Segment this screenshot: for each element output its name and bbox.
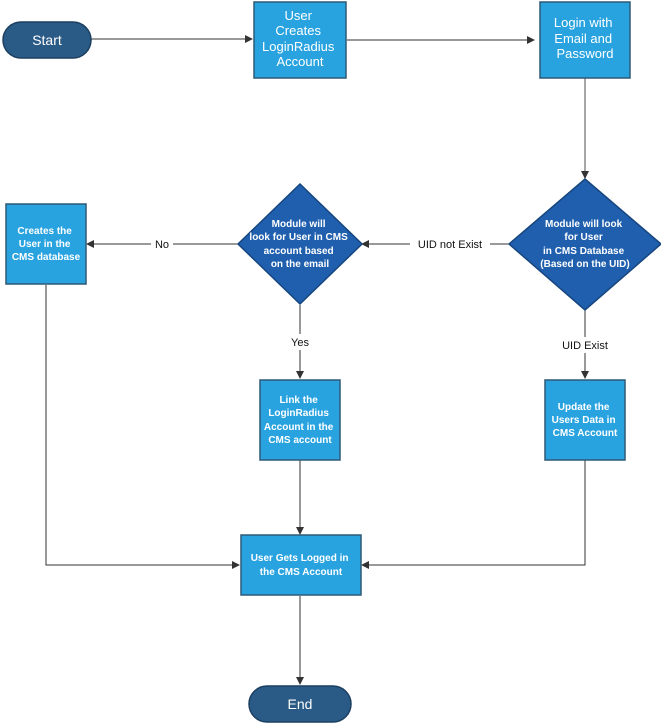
lookup-uid-line: in CMS Database [543,246,625,257]
logged-in-line: User Gets Logged in [251,553,349,564]
node-create-user[interactable]: Creates the User in the CMS database [5,203,87,285]
node-create-account[interactable]: User Creates LoginRadius Account [253,1,347,79]
create-account-line: Creates [275,23,321,38]
update-user-line: Update the [558,402,610,413]
lookup-email-line: look for User in CMS [249,232,348,243]
logged-in-text: User Gets Logged in the CMS Account [251,553,352,578]
node-start[interactable]: Start [2,21,92,59]
node-update-user[interactable]: Update the Users Data in CMS Account [544,379,626,461]
lookup-uid-line: (Based on the UID) [540,259,629,270]
edge-label-uid-exist: UID Exist [562,340,608,352]
update-user-process-shape [544,379,626,461]
create-account-process-shape [253,1,347,79]
link-account-line: Account in the [264,422,334,433]
edge-labels: UID not Exist No Yes UID Exist [151,236,614,353]
lookup-email-line: account based [264,246,334,257]
node-lookup-email-decision[interactable]: Module will look for User in CMS account… [236,182,364,306]
end-terminator-shape [248,685,352,723]
logged-in-process-shape [240,534,362,596]
update-user-line: Users Data in [552,415,616,426]
login-text: Login with Email and Password [554,15,616,61]
login-line: Login with [554,15,613,30]
edge-label-uid-not-exist: UID not Exist [418,239,482,251]
edge-label-no: No [155,239,169,251]
edge-label-bg [410,236,490,252]
lookup-email-text: Module will look for User in CMS account… [249,219,350,270]
start-terminator-shape [2,21,92,59]
lookup-uid-line: for User [564,232,602,243]
create-account-line: User [284,8,312,23]
lookup-uid-text: Module will look for User in CMS Databas… [540,219,629,270]
login-line: Password [556,46,613,61]
link-account-line: Link the [279,395,318,406]
edge-label-bg [286,334,314,350]
edge-label-bg [151,236,173,252]
lookup-email-line: on the email [271,259,330,270]
create-account-text: User Creates LoginRadius Account [262,8,338,69]
link-account-line: CMS account [268,435,332,446]
create-account-line: Account [277,54,324,69]
link-account-process-shape [259,379,341,461]
node-logged-in[interactable]: User Gets Logged in the CMS Account [240,534,362,596]
lookup-uid-line: Module will look [545,219,623,230]
link-account-line: LoginRadius [268,408,329,419]
update-user-text: Update the Users Data in CMS Account [552,402,619,439]
node-lookup-uid-decision[interactable]: Module will look for User in CMS Databas… [507,178,661,311]
lookup-email-line: Module will [272,219,326,230]
create-user-text: Creates the User in the CMS database [12,226,81,263]
edge-label-yes: Yes [291,337,309,349]
lookup-uid-decision-shape [507,178,661,311]
logged-in-line: the CMS Account [260,567,343,578]
node-end[interactable]: End [248,685,352,723]
create-user-line: Creates the [17,226,72,237]
lookup-email-decision-shape [236,182,364,306]
create-user-process-shape [5,203,87,285]
edge-create-user-to-logged-in [45,285,240,569]
start-label: Start [32,32,62,48]
node-link-account[interactable]: Link the LoginRadius Account in the CMS … [259,379,341,461]
update-user-line: CMS Account [553,428,618,439]
create-user-line: User in the [19,239,71,250]
create-account-line: LoginRadius [262,39,335,54]
end-label: End [288,696,313,712]
node-login[interactable]: Login with Email and Password [539,1,631,79]
link-account-text: Link the LoginRadius Account in the CMS … [264,395,336,446]
login-line: Email and [554,31,612,46]
edge-update-user-to-logged-in [361,460,586,569]
edge-label-bg [556,337,614,353]
create-user-line: CMS database [12,252,81,263]
login-process-shape [539,1,631,79]
